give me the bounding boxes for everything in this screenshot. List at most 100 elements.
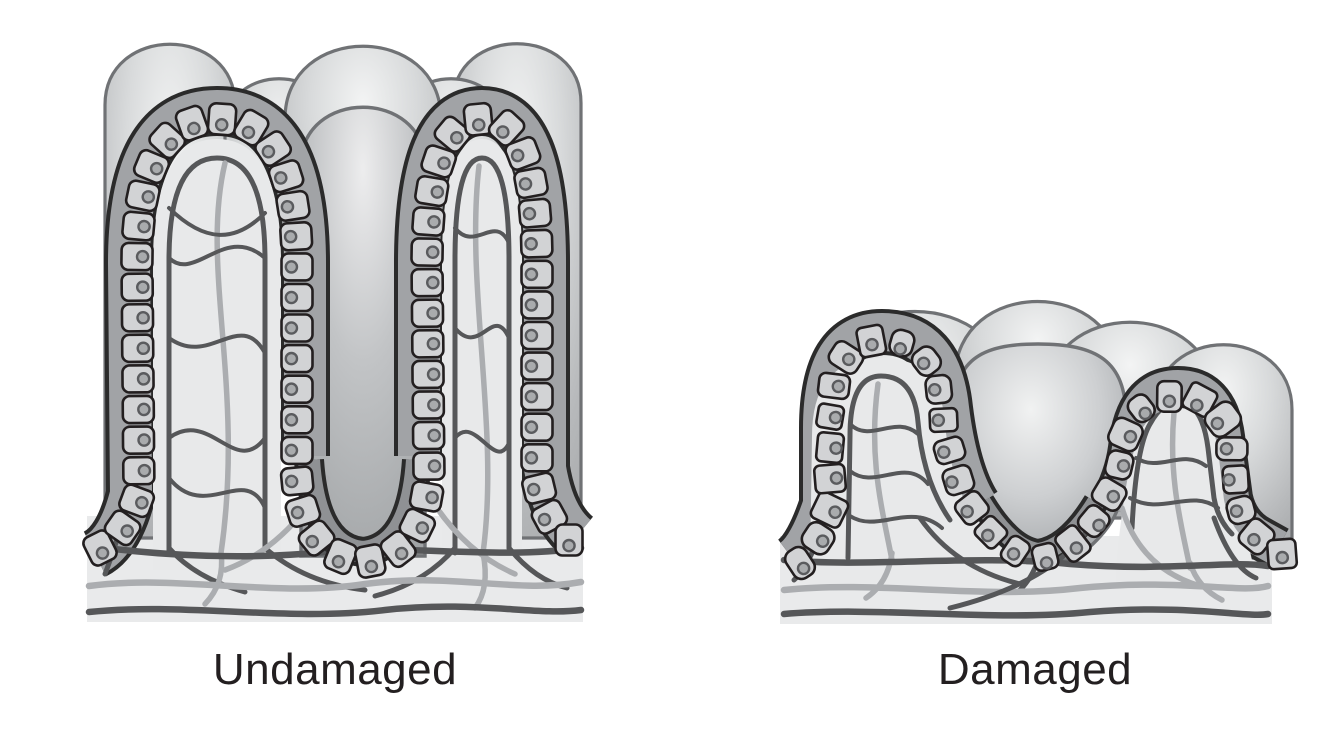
cell-nucleus xyxy=(280,199,295,214)
cell-nucleus xyxy=(187,121,201,136)
epithelial-cell xyxy=(519,228,554,259)
epithelial-cell xyxy=(280,343,314,374)
epithelial-cell xyxy=(520,351,554,381)
capillary-branch xyxy=(167,244,267,267)
epithelial-cell xyxy=(520,381,554,412)
epithelial-cell xyxy=(379,530,417,569)
cell-nucleus xyxy=(426,336,441,351)
cell-nucleus xyxy=(415,521,430,535)
epithelial-cell xyxy=(1221,464,1250,495)
cell-nucleus xyxy=(137,219,151,234)
capillary-branch xyxy=(1128,496,1220,510)
epithelial-cell xyxy=(520,412,554,443)
capillary-network xyxy=(845,373,953,563)
epithelial-cell xyxy=(1107,416,1144,453)
capillary-branch xyxy=(167,333,267,355)
submucosa-vessel xyxy=(1211,515,1259,581)
submucosa-vessel-light xyxy=(863,550,895,601)
lacteal-vessel xyxy=(472,163,491,556)
epithelial-cell xyxy=(414,175,450,208)
cell-nucleus xyxy=(427,428,441,443)
cell-nucleus xyxy=(137,433,151,447)
cell-nucleus xyxy=(471,118,486,132)
cell-nucleus xyxy=(135,280,150,294)
cell-nucleus xyxy=(1219,441,1234,456)
cell-nucleus xyxy=(1247,532,1261,547)
cell-nucleus xyxy=(931,413,946,428)
cell-nucleus xyxy=(524,267,539,282)
epithelial-cell xyxy=(433,115,472,153)
cell-nucleus xyxy=(427,215,441,229)
capillary-branch xyxy=(848,514,944,530)
epithelial-cell xyxy=(411,420,446,451)
cell-nucleus xyxy=(426,367,441,382)
lacteal-vessel xyxy=(871,381,895,563)
epithelial-cell xyxy=(812,462,848,495)
cell-nucleus xyxy=(331,554,346,569)
epithelial-cell xyxy=(1203,400,1243,439)
epithelial-cell xyxy=(103,509,142,547)
epithelial-cell xyxy=(1155,379,1183,414)
epithelial-cell xyxy=(932,435,967,466)
cell-nucleus xyxy=(136,310,150,325)
epithelial-cell xyxy=(855,323,888,359)
submucosa-wavy-vessel xyxy=(780,606,1272,619)
cell-nucleus xyxy=(284,260,299,274)
cell-nucleus xyxy=(829,441,843,455)
cell-nucleus xyxy=(1190,398,1204,413)
damaged-label: Damaged xyxy=(937,645,1133,694)
epithelial-cell xyxy=(800,520,836,556)
epithelial-cell xyxy=(410,298,445,329)
epithelial-cell xyxy=(297,519,336,557)
cell-nucleus xyxy=(284,351,299,366)
epithelial-cell xyxy=(554,523,584,557)
epithelial-cell xyxy=(120,302,155,333)
epithelial-cell xyxy=(521,471,558,505)
cell-nucleus xyxy=(1229,504,1244,518)
cell-nucleus xyxy=(524,389,539,404)
capillary-branch xyxy=(1134,456,1208,468)
submucosa-wavy-vessel xyxy=(85,603,585,618)
cell-nucleus xyxy=(214,117,229,132)
epithelial-cell xyxy=(1225,494,1257,526)
cell-nucleus xyxy=(1123,429,1138,444)
submucosa-vessel-light xyxy=(1119,505,1203,589)
epithelial-cell xyxy=(487,108,526,147)
epithelial-cell xyxy=(1126,393,1156,424)
cell-nucleus xyxy=(981,528,995,543)
cell-nucleus xyxy=(829,471,844,485)
epithelial-cell xyxy=(280,252,314,282)
cell-nucleus xyxy=(120,524,134,538)
cell-nucleus xyxy=(137,463,152,478)
cell-nucleus xyxy=(1275,550,1290,565)
epithelial-cell xyxy=(121,394,156,425)
lacteal-vessel xyxy=(1169,410,1193,571)
epithelial-cell-row xyxy=(783,323,1299,581)
epithelial-cell xyxy=(280,313,314,343)
cell-nucleus xyxy=(427,459,442,473)
cell-nucleus xyxy=(865,337,879,352)
epithelial-cell xyxy=(411,359,445,390)
cell-nucleus xyxy=(425,245,440,259)
cell-nucleus xyxy=(524,298,539,312)
epithelial-cell xyxy=(412,451,446,481)
epithelial-cell xyxy=(280,404,314,435)
epithelial-cell xyxy=(120,241,154,272)
cell-nucleus xyxy=(1106,489,1121,504)
cell-nucleus xyxy=(1138,406,1152,421)
epithelial-cell xyxy=(815,402,846,431)
cell-nucleus xyxy=(261,144,276,159)
cell-nucleus xyxy=(796,561,811,576)
submucosa-wavy-vessel-light xyxy=(85,577,585,592)
epithelial-cell xyxy=(280,282,314,313)
cell-nucleus xyxy=(394,546,409,561)
capillary-network xyxy=(1128,408,1235,571)
epithelial-cell xyxy=(120,333,155,364)
cell-nucleus xyxy=(927,383,942,397)
epithelial-cell xyxy=(924,373,954,405)
epithelial-cell xyxy=(941,463,976,497)
submucosa-wavy-vessel-light xyxy=(780,581,1272,596)
capillary-branch xyxy=(453,226,511,245)
cell-nucleus xyxy=(149,161,164,176)
